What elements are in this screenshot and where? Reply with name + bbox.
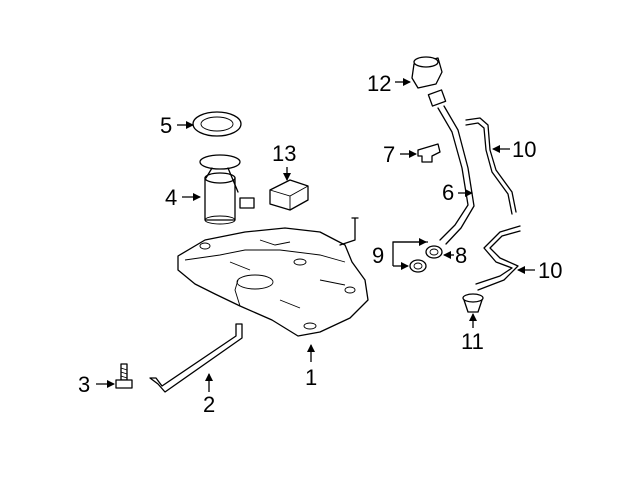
filler-pipe-part (427, 89, 475, 245)
callout-13: 13 (272, 141, 296, 166)
vent-hose-lower-part (475, 225, 521, 291)
callout-7: 7 (383, 142, 395, 167)
callout-2: 2 (203, 392, 215, 417)
clamp-part (425, 245, 443, 259)
callout-10-lower: 10 (538, 258, 562, 283)
callout-9: 9 (372, 243, 384, 268)
leader-9 (392, 241, 428, 255)
tank-strap-part (149, 323, 243, 393)
callout-11: 11 (461, 329, 484, 354)
bolt-part (115, 363, 133, 389)
callout-10-upper: 10 (512, 137, 536, 162)
callout-1: 1 (305, 365, 317, 390)
callout-3: 3 (78, 372, 90, 397)
callout-12: 12 (367, 71, 391, 96)
callout-4: 4 (165, 185, 177, 210)
lock-ring-part (192, 111, 242, 137)
fuel-pump-part (199, 154, 255, 225)
vent-hose-upper-part (465, 117, 517, 215)
control-module-part (269, 179, 309, 211)
callout-5: 5 (160, 113, 172, 138)
hose-clamp-part (409, 259, 427, 273)
cap-part (462, 293, 484, 313)
callout-8: 8 (455, 243, 467, 268)
fuel-tank-part (177, 217, 369, 337)
filler-neck-part (411, 56, 443, 89)
bracket-part (417, 143, 441, 163)
callout-6: 6 (442, 180, 454, 205)
